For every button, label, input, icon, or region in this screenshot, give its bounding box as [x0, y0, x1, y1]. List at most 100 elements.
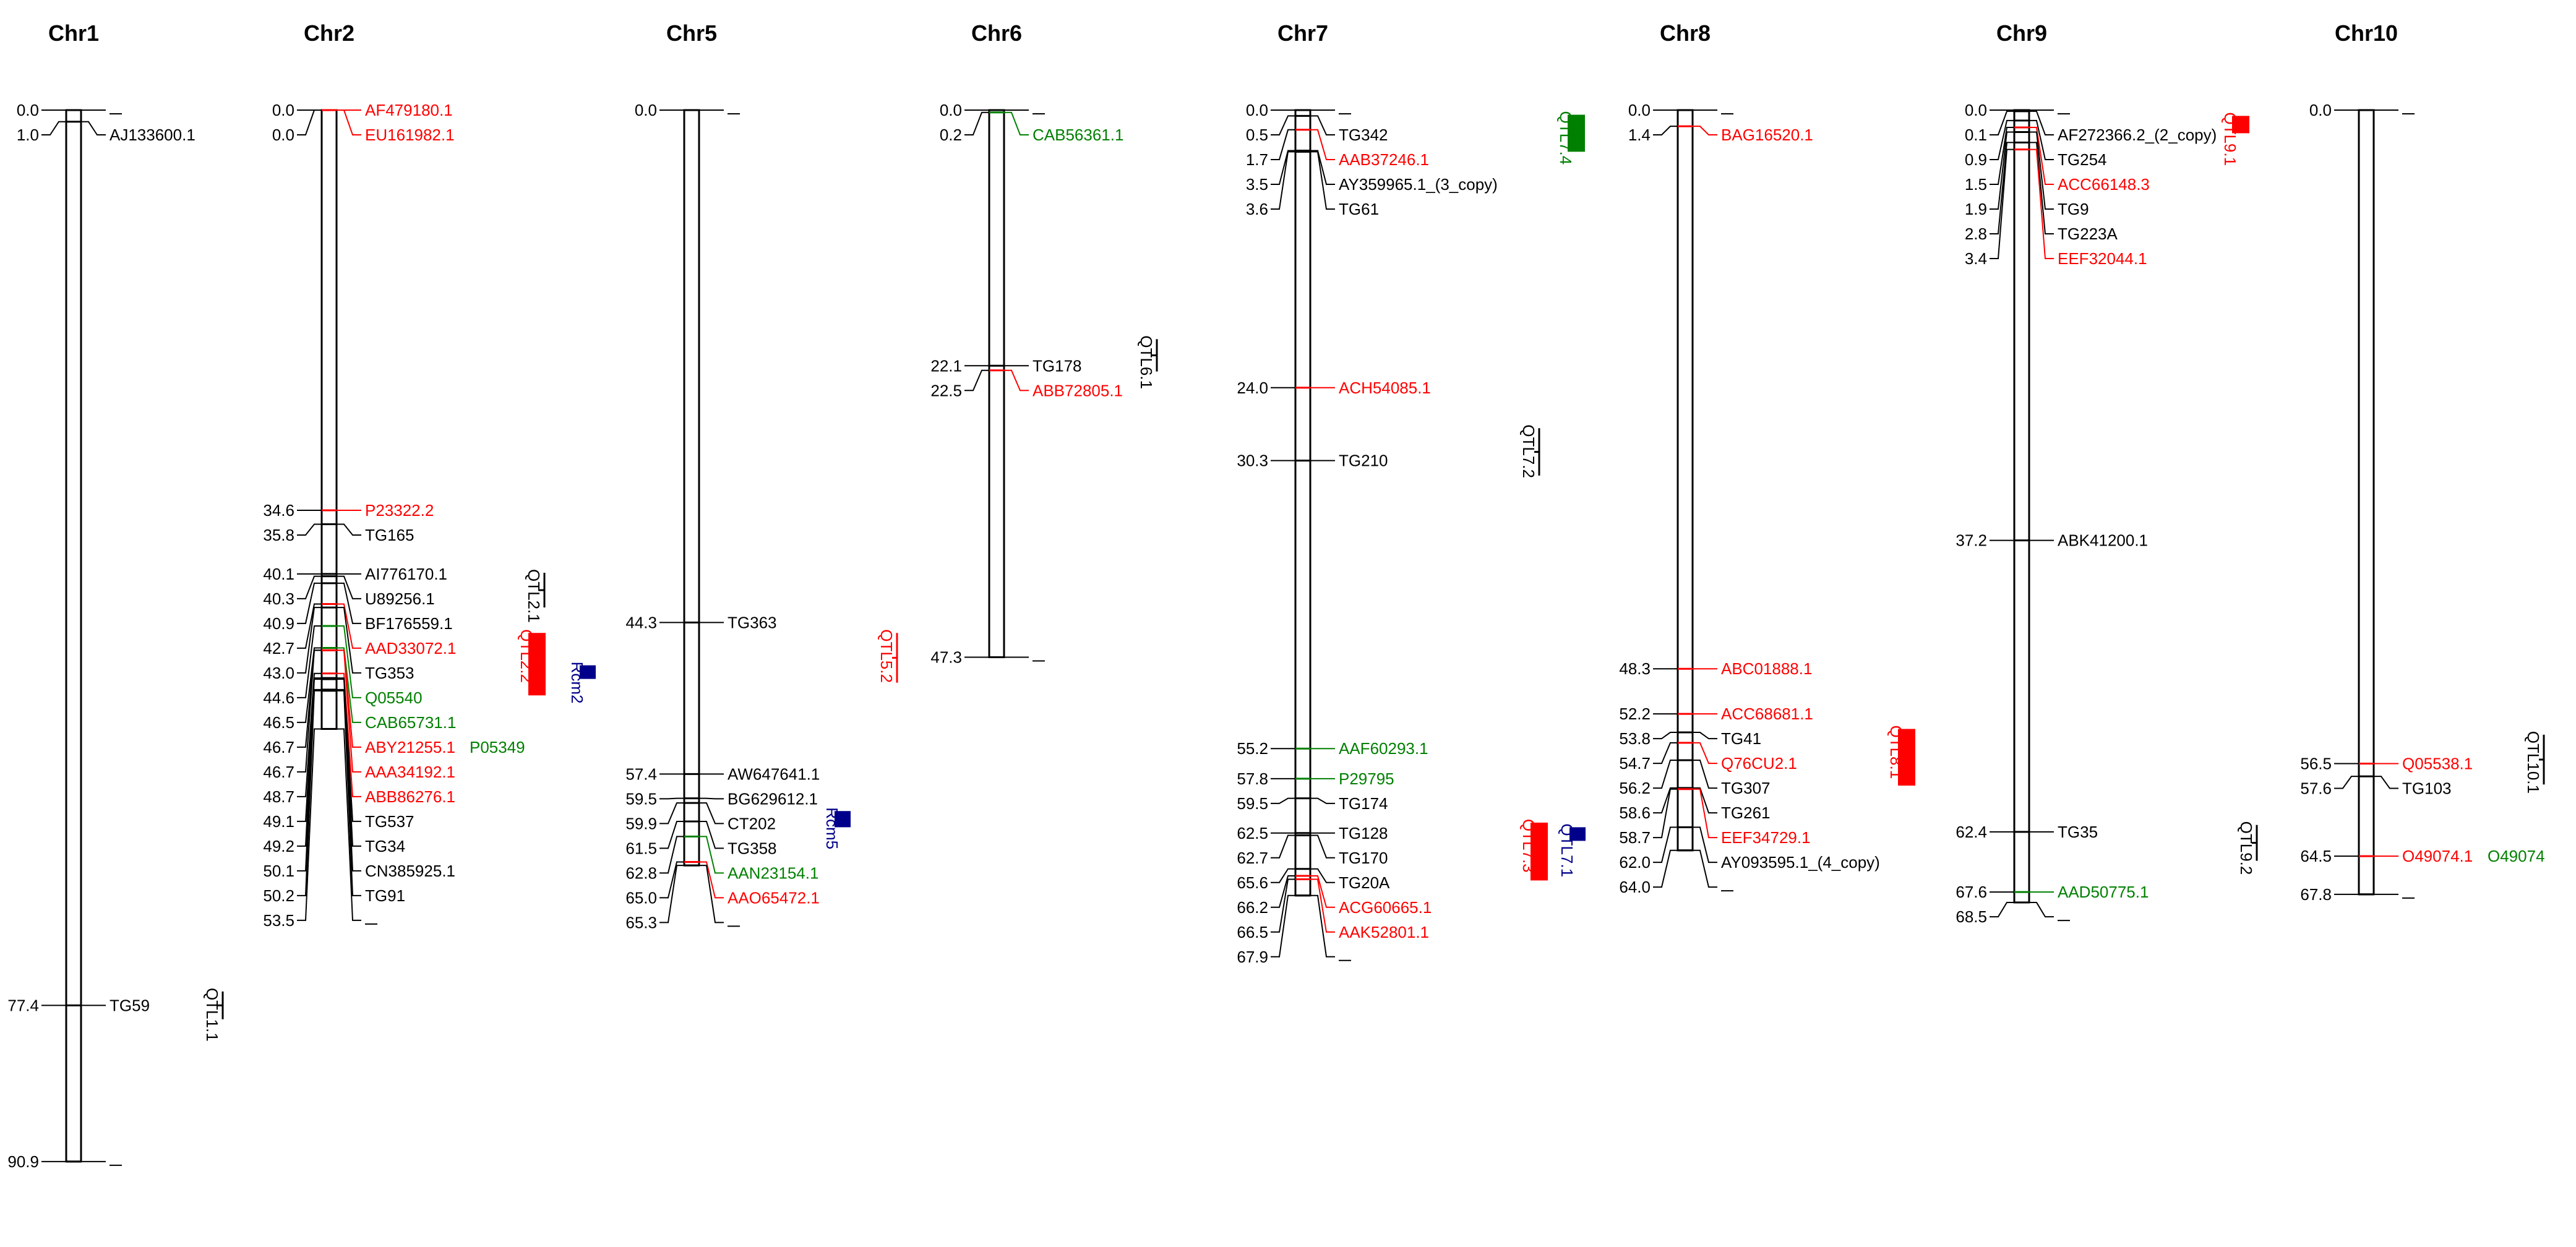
- marker-name: P23322.2: [365, 501, 434, 520]
- marker-position: 68.5: [1956, 907, 1987, 926]
- chromosome-title: Chr9: [1996, 20, 2047, 46]
- marker-name: AF479180.1: [365, 101, 453, 119]
- marker-name: EEF34729.1: [1721, 828, 1811, 847]
- marker-position: 42.7: [263, 639, 294, 658]
- marker-position: 49.2: [263, 837, 294, 855]
- marker-position: 52.2: [1619, 705, 1651, 723]
- label-connector: [1310, 151, 1335, 210]
- qtl-qtl7-4: QTL7.4: [1556, 111, 1585, 165]
- marker: 53.5: [263, 727, 377, 930]
- marker-position: 2.8: [1965, 225, 1987, 243]
- marker-position: 40.1: [263, 565, 294, 583]
- marker: 0.0: [17, 101, 122, 119]
- label-connector: [1310, 868, 1335, 883]
- marker: 0.0: [2309, 101, 2415, 119]
- marker-position: 47.3: [930, 648, 962, 667]
- marker-position: 67.9: [1237, 948, 1268, 966]
- qtl-box: [835, 811, 851, 828]
- marker-name: ABC01888.1: [1721, 659, 1812, 678]
- marker-name: TG35: [2058, 823, 2098, 841]
- marker-name: AF272366.2_(2_copy): [2058, 126, 2217, 144]
- marker-name: TG174: [1339, 794, 1388, 813]
- qtl-qtl6-1: QTL6.1: [1137, 335, 1158, 389]
- label-connector: [1310, 875, 1335, 908]
- marker-position: 1.4: [1628, 126, 1651, 144]
- chromosome-title: Chr6: [971, 20, 1022, 46]
- qtl-label: QTL10.1: [2524, 731, 2543, 794]
- marker-position: 0.0: [1965, 101, 1987, 119]
- marker-position: 57.6: [2300, 779, 2332, 798]
- marker-position: 59.5: [625, 789, 657, 808]
- label-connector: [2029, 127, 2054, 185]
- marker-name: TG61: [1339, 200, 1379, 218]
- marker-position: 37.2: [1956, 531, 1987, 550]
- label-connector: [1693, 759, 1717, 789]
- marker-name: TG170: [1339, 849, 1388, 867]
- qtl-bar: [1898, 729, 1915, 786]
- position-connector: [1271, 151, 1295, 210]
- qtl-label: QTL6.1: [1137, 335, 1156, 389]
- marker-position: 40.3: [263, 589, 294, 608]
- label-connector: [1310, 150, 1335, 185]
- marker-name: ACH54085.1: [1339, 379, 1431, 397]
- marker-position: 77.4: [7, 996, 39, 1014]
- label-connector: [699, 821, 724, 849]
- qtl-label: QTL9.2: [2237, 821, 2256, 875]
- position-connector: [297, 582, 322, 624]
- marker-position: 59.9: [625, 814, 657, 833]
- marker-name: AAD50775.1: [2058, 883, 2149, 901]
- label-connector: [1693, 742, 1717, 765]
- marker-name-secondary: P05349: [470, 738, 525, 756]
- marker: 0.0: [635, 101, 740, 119]
- label-connector: [1310, 834, 1335, 859]
- marker-name: AAD33072.1: [365, 639, 456, 658]
- position-connector: [1653, 787, 1678, 814]
- marker-position: 53.5: [263, 911, 294, 930]
- qtl-qtl2-2: QTL2.2: [517, 629, 546, 696]
- marker-position: 90.9: [7, 1152, 39, 1171]
- marker-position: 62.8: [625, 863, 657, 882]
- qtl-box: [1569, 827, 1586, 841]
- position-connector: [297, 649, 322, 773]
- qtl-label: QTL1.1: [203, 988, 221, 1042]
- marker-position: 0.0: [940, 101, 962, 119]
- marker-name: Q05540: [365, 688, 423, 707]
- chromosome-bar: [65, 109, 82, 1163]
- marker-name: AY093595.1_(4_copy): [1721, 853, 1880, 872]
- marker-position: 0.2: [940, 126, 962, 144]
- marker-position: 66.5: [1237, 923, 1268, 941]
- qtl-qtl5-2: QTL5.2: [877, 629, 898, 683]
- marker-position: 46.7: [263, 738, 294, 756]
- marker-position: 40.9: [263, 614, 294, 633]
- marker-position: 65.0: [625, 888, 657, 907]
- marker-name: AAO65472.1: [728, 888, 820, 907]
- marker-position: 67.6: [1956, 883, 1987, 901]
- chromosome-bar: [988, 109, 1005, 659]
- chromosome-title: Chr8: [1660, 20, 1711, 46]
- marker-position: 48.3: [1619, 659, 1651, 678]
- marker-position: 65.3: [625, 913, 657, 932]
- position-connector: [2334, 776, 2359, 789]
- marker-name: TG9: [2058, 200, 2089, 218]
- marker-name: ACC68681.1: [1721, 705, 1813, 723]
- marker-position: 0.0: [272, 126, 294, 144]
